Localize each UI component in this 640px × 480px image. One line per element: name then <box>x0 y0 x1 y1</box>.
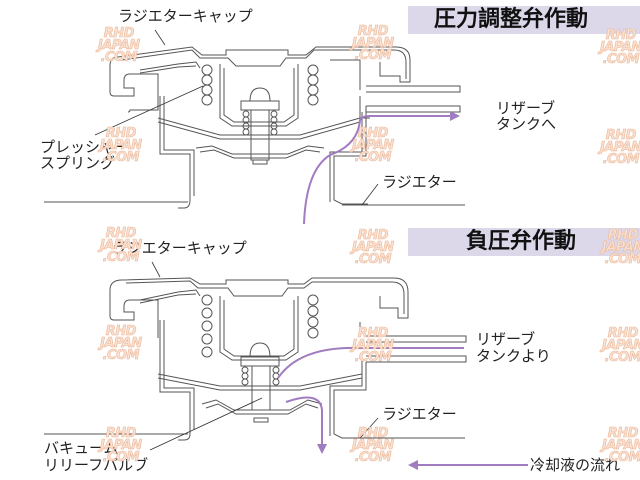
label-pressure-spring-2: スプリング <box>40 154 116 172</box>
label-reserve-tank-to-2: タンクへ <box>496 115 557 133</box>
title-vacuum-valve: 負圧弁作動 <box>466 229 577 254</box>
label-reserve-tank-to-1: リザーブ <box>496 99 556 117</box>
bottom-flow-arrow-out <box>285 396 327 454</box>
title-band-pressure: 圧力調整弁作動 <box>408 6 640 34</box>
top-cap-drawing <box>44 46 465 209</box>
label-pressure-spring-1: プレッシャー <box>40 138 131 156</box>
label-radiator-cap-top: ラジエターキャップ <box>118 7 253 25</box>
top-leader-lines <box>94 29 379 206</box>
label-reserve-tank-from-1: リザーブ <box>476 330 536 348</box>
bottom-flow-arrow-in <box>277 346 464 379</box>
label-vacuum-relief-1: バキューム <box>44 439 119 457</box>
top-flow-arrow <box>303 111 460 225</box>
label-vacuum-relief-2: リリーフバルブ <box>44 456 149 474</box>
label-radiator-bottom: ラジエター <box>382 405 457 423</box>
label-reserve-tank-from-2: タンクより <box>476 347 551 365</box>
label-radiator-cap-bottom: ラジエターキャップ <box>112 239 247 257</box>
bottom-cap-drawing <box>44 277 467 441</box>
bottom-leader-lines <box>149 261 379 451</box>
title-band-vacuum: 負圧弁作動 <box>408 228 640 256</box>
label-radiator-top: ラジエター <box>382 173 457 191</box>
legend-coolant-flow: 冷却液の流れ <box>530 456 621 474</box>
title-pressure-valve: 圧力調整弁作動 <box>434 7 589 32</box>
